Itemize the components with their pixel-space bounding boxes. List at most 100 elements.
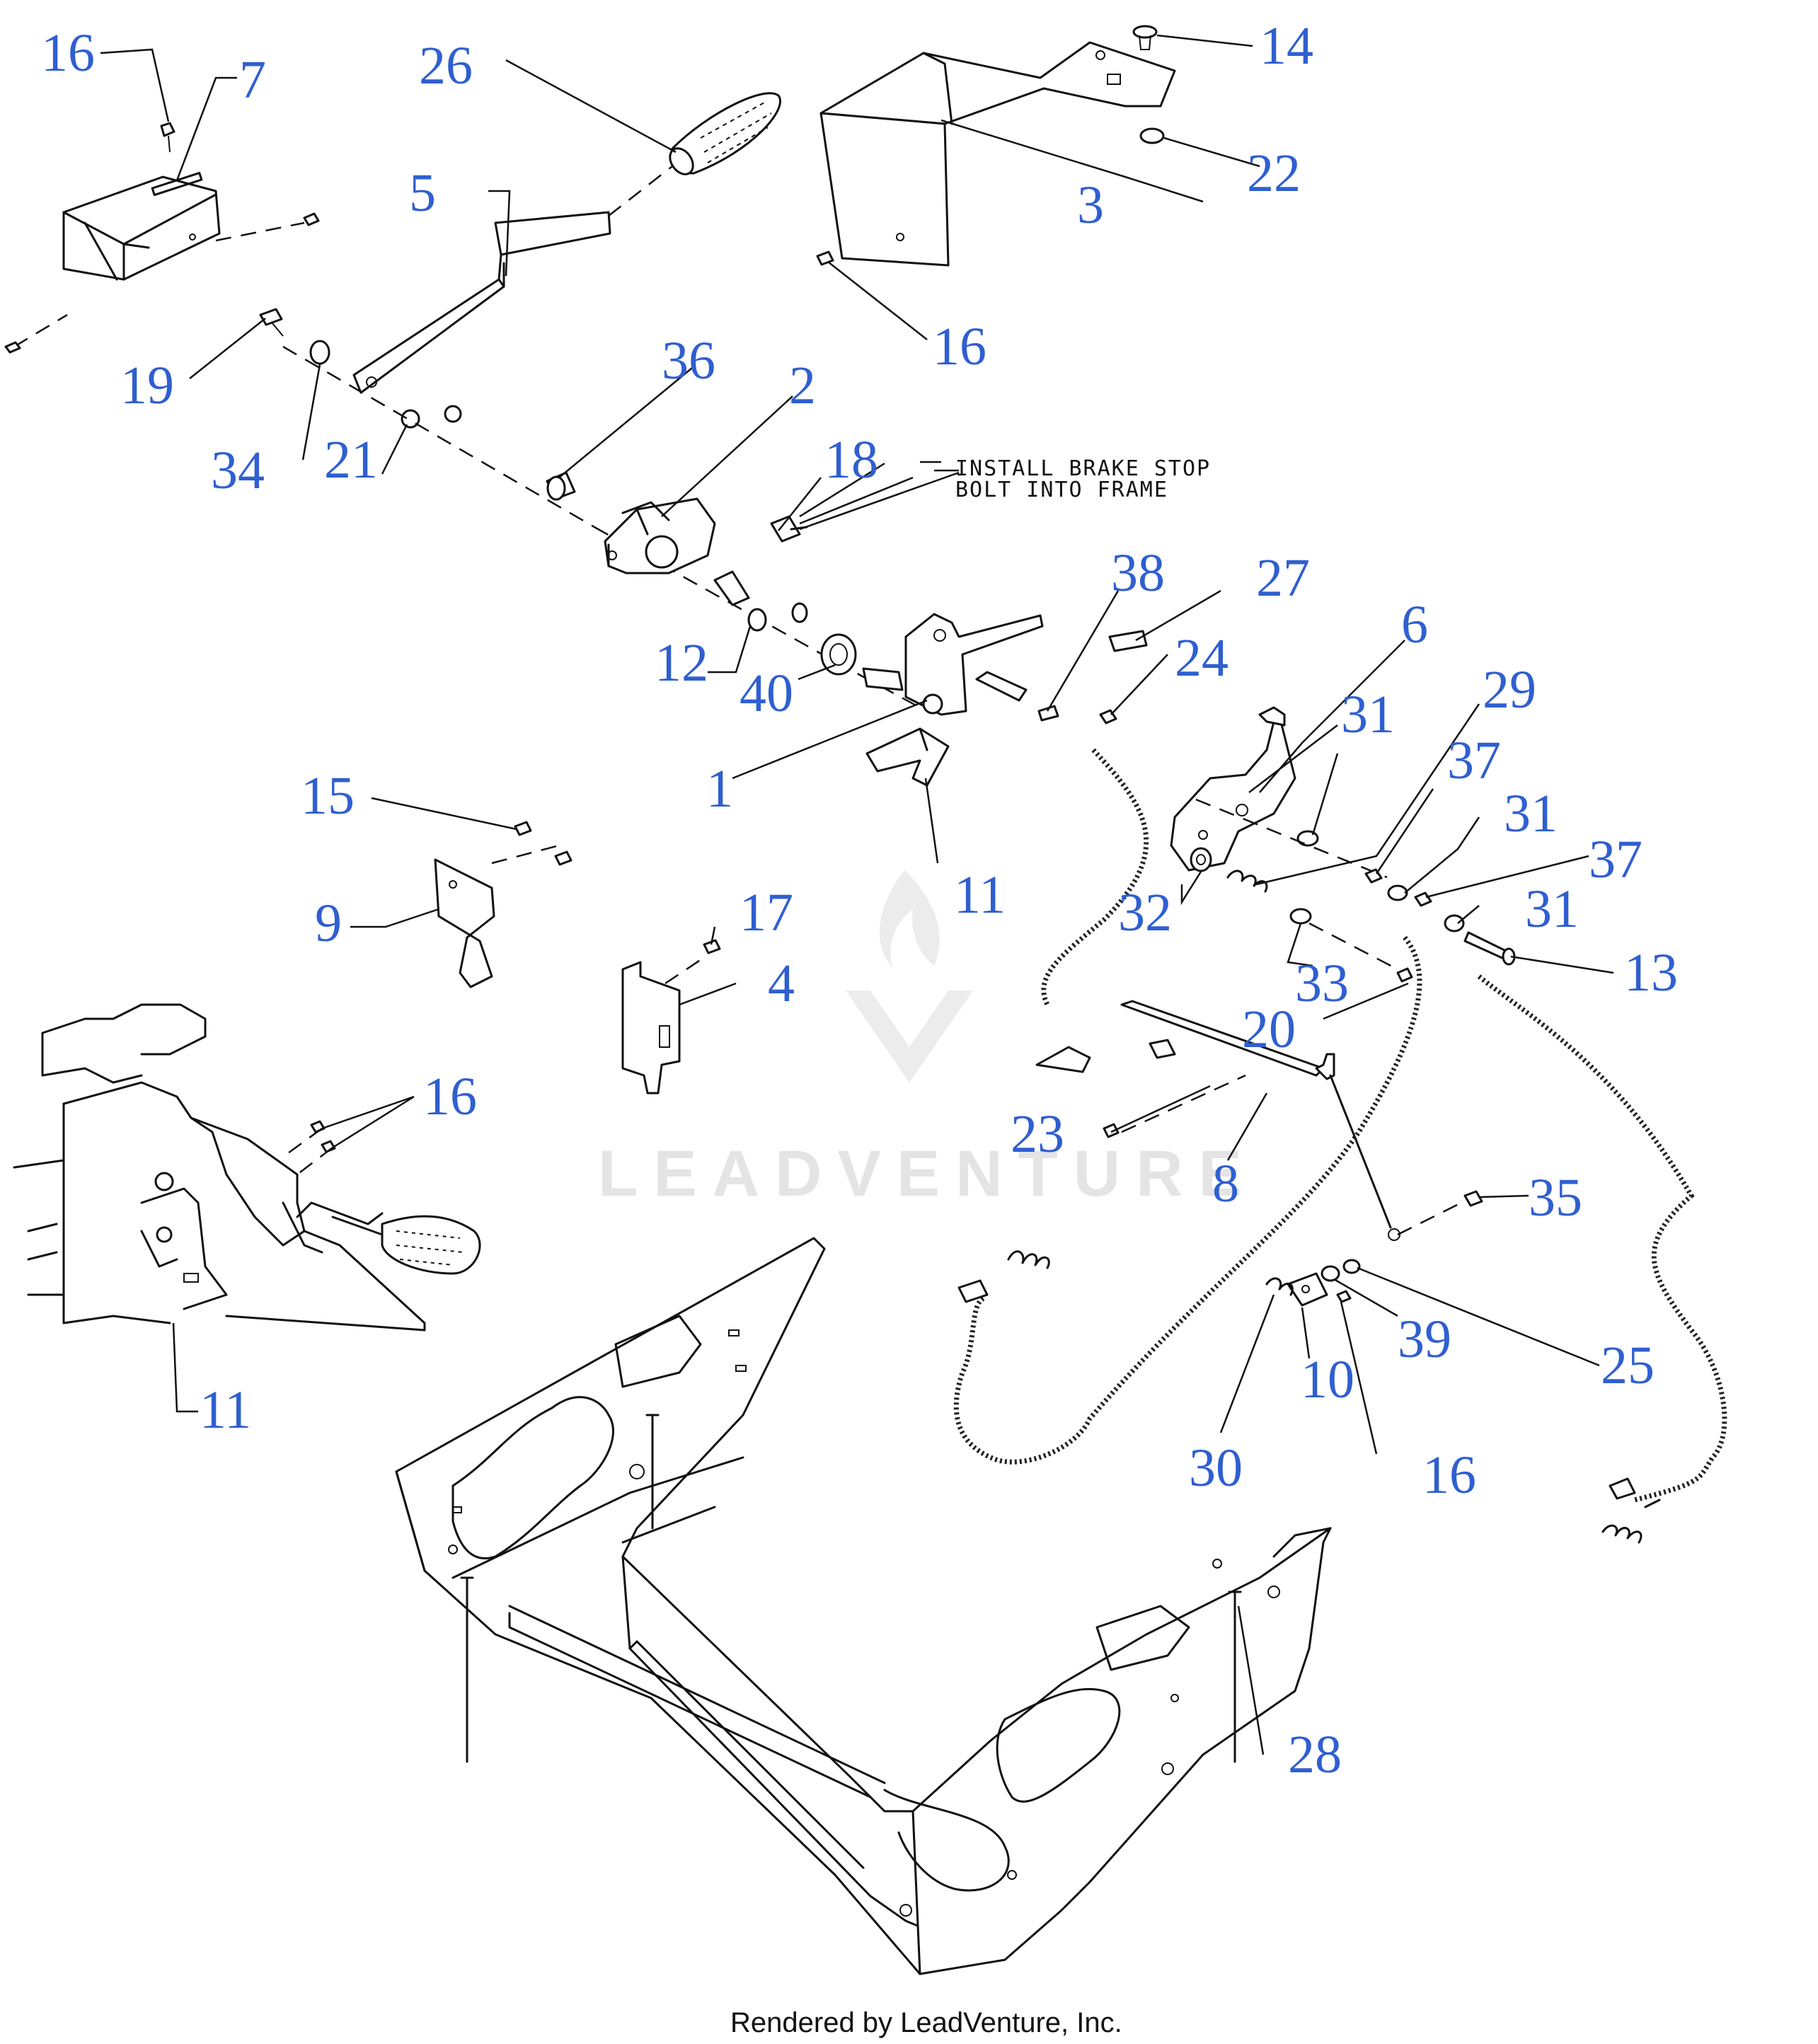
callout-37b: 37 (1589, 830, 1642, 889)
callout-11b: 11 (200, 1380, 251, 1440)
callout-13: 13 (1624, 943, 1678, 1003)
part-1 (862, 613, 1044, 716)
part-32 (1190, 847, 1212, 872)
part-39 (1321, 1265, 1340, 1282)
part-30-spring (1265, 1277, 1294, 1296)
callout-16b: 16 (933, 317, 986, 376)
footer-credit: Rendered by LeadVenture, Inc. (730, 2007, 1122, 2038)
part-25 (1342, 1259, 1361, 1274)
callout-30: 30 (1189, 1438, 1243, 1498)
install-note-line2: BOLT INTO FRAME (955, 478, 1168, 502)
part-33 (1289, 908, 1312, 925)
part-31b (1387, 884, 1408, 901)
part-31c (1444, 914, 1465, 932)
callout-7: 7 (239, 50, 266, 110)
callout-2: 2 (789, 356, 816, 415)
part-5-lever (352, 211, 611, 394)
callout-10: 10 (1301, 1350, 1354, 1409)
part-20 (1396, 967, 1413, 983)
callout-32: 32 (1118, 883, 1172, 942)
callout-31c: 31 (1525, 879, 1579, 939)
callout-9: 9 (315, 894, 342, 953)
part-34 (309, 340, 330, 365)
callout-28: 28 (1288, 1725, 1342, 1784)
callout-39: 39 (1398, 1310, 1451, 1369)
callout-26: 26 (419, 36, 473, 96)
part-31a (1296, 830, 1319, 847)
callout-27: 27 (1256, 548, 1310, 608)
callout-20: 20 (1242, 1000, 1296, 1059)
part-3-bracket (819, 41, 1176, 267)
callout-29: 29 (1483, 660, 1536, 720)
watermark-text: LEADVENTURE (598, 1138, 1258, 1210)
callout-16d: 16 (1422, 1445, 1476, 1505)
callout-6: 6 (1401, 595, 1428, 654)
callouts: 16 7 26 5 3 14 22 16 19 34 21 36 2 18 12… (41, 16, 1678, 1784)
callout-16c: 16 (423, 1067, 477, 1126)
callout-34: 34 (211, 441, 265, 500)
callout-12: 12 (655, 633, 708, 693)
callout-22: 22 (1247, 144, 1301, 203)
callout-11a: 11 (954, 865, 1006, 925)
part-2 (604, 497, 716, 574)
callout-16a: 16 (41, 23, 95, 83)
part-13 (1463, 931, 1516, 966)
callout-31b: 31 (1504, 784, 1558, 843)
part-18 (770, 515, 808, 543)
part-16-top (816, 250, 834, 266)
part-21 (401, 405, 462, 429)
inset-assembly (13, 1003, 481, 1332)
part-16-small (1336, 1290, 1352, 1303)
callout-33: 33 (1295, 954, 1349, 1013)
callout-14: 14 (1260, 16, 1313, 76)
part-36 (546, 471, 576, 501)
part-28-ties (460, 1414, 1242, 1763)
callout-18: 18 (824, 430, 878, 490)
part-4 (621, 961, 681, 1095)
part-12 (713, 570, 808, 632)
callout-24: 24 (1175, 628, 1229, 688)
install-note-line1: INSTALL BRAKE STOP (955, 456, 1211, 481)
part-35 (1463, 1190, 1483, 1207)
screw-top (160, 122, 176, 153)
callout-3: 3 (1077, 175, 1104, 235)
part-14 (1132, 25, 1158, 50)
callout-5: 5 (409, 163, 436, 223)
cables (953, 748, 1727, 1544)
callout-8: 8 (1212, 1154, 1239, 1213)
part-9 (434, 858, 495, 988)
screw-right (303, 212, 320, 226)
screw-left (4, 341, 21, 354)
callout-4: 4 (768, 954, 795, 1013)
part-37b (1414, 891, 1432, 907)
part-23 (1103, 1123, 1120, 1138)
callout-23: 23 (1011, 1104, 1064, 1164)
callout-35: 35 (1529, 1168, 1582, 1228)
part-29-spring (1226, 870, 1268, 893)
part-7-shield (62, 171, 221, 281)
part-26-grip (669, 92, 781, 175)
part-40 (820, 633, 857, 676)
frame (395, 1237, 1332, 1975)
part-8-rod (1035, 1000, 1400, 1241)
callout-40: 40 (740, 664, 793, 723)
part-22 (1139, 127, 1165, 144)
part-19 (259, 308, 284, 337)
part-6 (1170, 706, 1296, 872)
callout-37a: 37 (1447, 731, 1501, 790)
leader-lines (100, 34, 1614, 1755)
part-11 (865, 727, 950, 787)
part-10 (1287, 1272, 1328, 1307)
callout-15: 15 (301, 766, 355, 826)
callout-21: 21 (324, 430, 378, 490)
watermark: LEADVENTURE (598, 870, 1258, 1210)
callout-38: 38 (1111, 543, 1165, 603)
callout-25: 25 (1601, 1336, 1655, 1395)
callout-17: 17 (740, 883, 793, 942)
part-27 (1108, 630, 1148, 652)
callout-1: 1 (706, 759, 733, 819)
callout-19: 19 (120, 356, 174, 415)
callout-36: 36 (662, 331, 715, 391)
part-15 (514, 821, 573, 866)
